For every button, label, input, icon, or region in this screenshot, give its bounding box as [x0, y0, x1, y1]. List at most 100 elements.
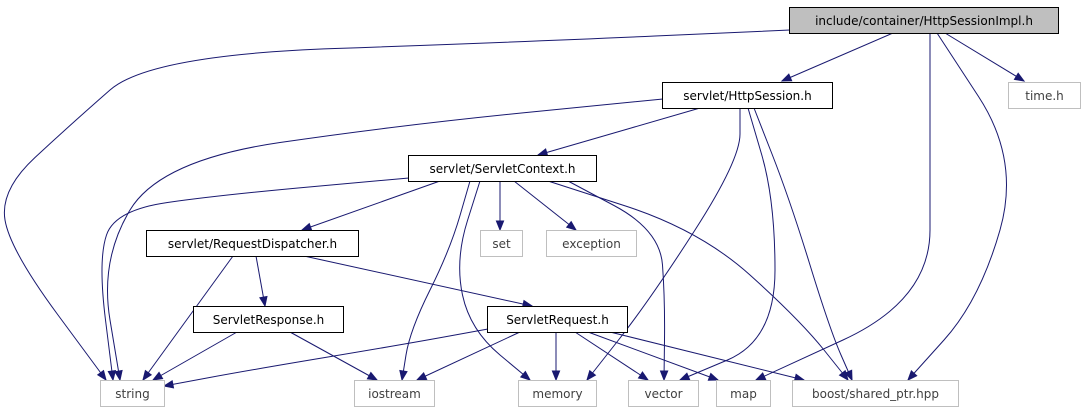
node-box — [792, 380, 959, 407]
arrowhead-icon — [519, 370, 532, 381]
edge-line — [3, 29, 791, 381]
edge-line — [587, 331, 719, 381]
arrowhead-icon — [637, 371, 650, 381]
arrowhead-icon — [366, 371, 379, 381]
arrowhead-icon — [1013, 72, 1026, 82]
node-box — [146, 230, 359, 257]
edge-servletresponse-to-string — [151, 331, 238, 381]
edge-line — [753, 107, 853, 381]
arrowhead-icon — [151, 371, 164, 381]
edge-line — [944, 32, 1025, 82]
arrowhead-icon — [495, 220, 505, 232]
arrowhead-icon — [114, 369, 123, 382]
edge-httpsession-to-string — [107, 98, 664, 382]
node-servletrequest[interactable]: ServletRequest.h — [487, 306, 628, 333]
edge-line — [567, 180, 666, 381]
edge-servletrequest-to-map — [587, 331, 720, 381]
edge-line — [107, 98, 664, 381]
edge-httpsession-to-servletcontext — [536, 107, 701, 157]
node-box — [100, 380, 165, 407]
arrowhead-icon — [415, 372, 428, 381]
node-requestdispatcher[interactable]: servlet/RequestDispatcher.h — [146, 230, 359, 257]
node-sharedptr: boost/shared_ptr.hpp — [792, 380, 959, 407]
node-box — [193, 306, 344, 333]
arrowhead-icon — [259, 295, 268, 308]
node-box — [487, 306, 628, 333]
node-label: include/container/HttpSessionImpl.h — [815, 14, 1033, 28]
arrowhead-icon — [659, 370, 669, 382]
edge-servletcontext-to-memory — [459, 180, 532, 381]
arrowhead-icon — [142, 369, 153, 382]
edge-line — [547, 180, 849, 381]
edge-line — [907, 32, 1007, 381]
arrowhead-icon — [162, 379, 175, 389]
arrowhead-icon — [399, 369, 408, 382]
node-timeh: time.h — [1008, 82, 1081, 109]
node-box — [480, 230, 523, 257]
edge-servletcontext-to-set — [495, 181, 505, 232]
arrowhead-icon — [107, 370, 117, 382]
edge-httpsessionimpl-to-string — [3, 29, 791, 382]
arrowhead-icon — [565, 220, 578, 231]
edge-servletcontext-to-string — [101, 177, 410, 382]
edge-line — [401, 180, 471, 381]
node-box — [518, 380, 597, 407]
edge-servletrequest-to-string — [162, 328, 489, 389]
header-nodes: include/container/HttpSessionImpl.h servl… — [100, 7, 1081, 407]
edge-httpsessionimpl-to-map — [754, 33, 931, 381]
edge-httpsession-to-memory — [586, 107, 741, 382]
node-label: exception — [562, 237, 621, 251]
edge-line — [679, 107, 776, 381]
node-vector: vector — [628, 380, 699, 407]
arrowhead-icon — [551, 370, 561, 382]
arrowhead-icon — [844, 369, 853, 382]
edge-line — [163, 328, 489, 387]
edge-line — [537, 107, 701, 156]
node-box — [628, 380, 699, 407]
node-servletresponse[interactable]: ServletResponse.h — [193, 306, 344, 333]
node-iostream: iostream — [354, 380, 435, 407]
node-exception: exception — [546, 230, 637, 257]
node-label: string — [115, 387, 149, 401]
edge-requestdispatcher-to-servletrequest — [303, 255, 534, 309]
edge-httpsessionimpl-to-sharedptr — [907, 32, 1007, 382]
edge-servletrequest-to-iostream — [415, 331, 521, 381]
arrowhead-icon — [707, 372, 720, 381]
edge-line — [416, 331, 521, 381]
arrowhead-icon — [300, 222, 313, 231]
node-memory: memory — [518, 380, 597, 407]
edge-httpsessionimpl-to-timeh — [944, 32, 1026, 82]
node-map: map — [716, 380, 771, 407]
node-httpsessionimpl[interactable]: include/container/HttpSessionImpl.h — [789, 7, 1059, 34]
edge-httpsession-to-vector — [678, 107, 776, 381]
edge-line — [781, 32, 894, 82]
node-box — [662, 82, 833, 109]
node-httpsession[interactable]: servlet/HttpSession.h — [662, 82, 833, 109]
arrowhead-icon — [678, 372, 691, 381]
node-box — [354, 380, 435, 407]
edge-line — [574, 331, 649, 381]
edge-line — [101, 177, 410, 381]
dependency-edges — [3, 29, 1026, 389]
edge-httpsessionimpl-to-httpsession — [780, 32, 894, 82]
node-box — [546, 230, 637, 257]
node-label: iostream — [368, 387, 421, 401]
node-box — [789, 7, 1059, 34]
node-servletcontext[interactable]: servlet/ServletContext.h — [408, 155, 597, 182]
node-box — [716, 380, 771, 407]
arrowhead-icon — [96, 369, 107, 382]
edge-line — [459, 180, 531, 381]
node-box — [1008, 82, 1081, 109]
edge-line — [586, 107, 741, 381]
edge-servletrequest-to-sharedptr — [609, 331, 806, 382]
node-set: set — [480, 230, 523, 257]
node-label: ServletRequest.h — [506, 313, 609, 327]
arrowhead-icon — [838, 369, 849, 382]
node-label: servlet/HttpSession.h — [683, 89, 811, 103]
edge-line — [142, 255, 234, 381]
node-label: servlet/ServletContext.h — [429, 162, 575, 176]
edge-servletcontext-to-vector — [567, 180, 669, 382]
edge-servletrequest-to-vector — [574, 331, 650, 381]
edge-requestdispatcher-to-servletresponse — [255, 255, 268, 308]
